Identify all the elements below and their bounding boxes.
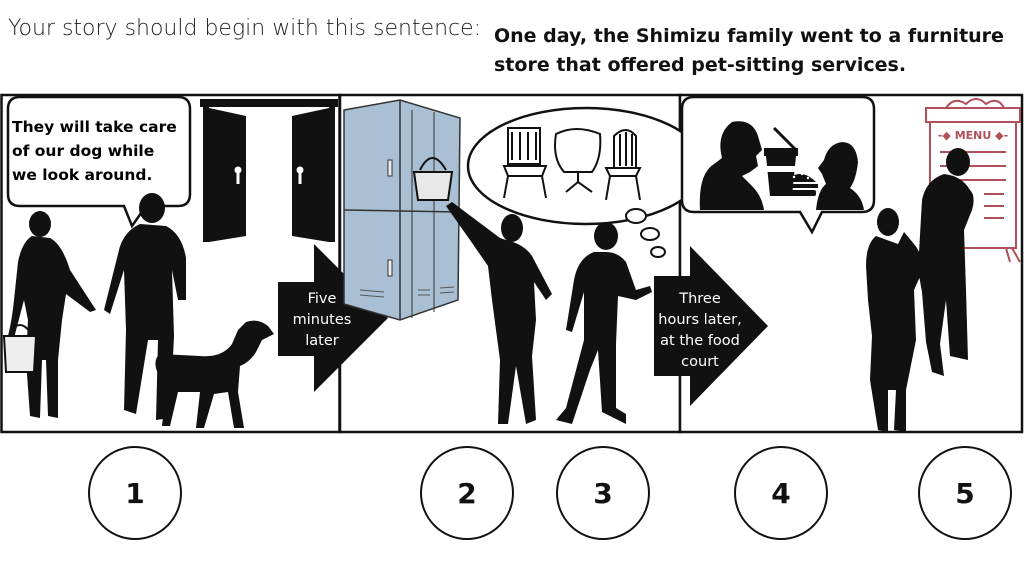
handbag-in-locker-icon: [412, 157, 454, 201]
woman-pondering-silhouette: [866, 208, 923, 432]
dog-silhouette: [155, 320, 274, 428]
armchair-icon: [554, 128, 602, 193]
speech-line-1: They will take care: [12, 118, 177, 136]
opening-sentence-line1: One day, the Shimizu family went to a fu…: [494, 25, 1004, 47]
opening-sentence: One day, the Shimizu family went to a fu…: [494, 22, 1014, 80]
opening-sentence-line2: store that offered pet-sitting services.: [494, 54, 907, 76]
lockers-illustration: [343, 99, 461, 321]
woman-reaching-silhouette: [446, 202, 552, 424]
marker-5: 5: [918, 446, 1012, 540]
man-pondering-silhouette: [918, 148, 974, 376]
transition-2-line2: hours later,: [658, 312, 741, 328]
transition-1-line2: minutes: [293, 312, 352, 328]
transition-2-line3: at the food: [660, 333, 740, 349]
transition-2-line4: court: [681, 354, 719, 370]
transition-arrow-1: Five minutes later: [278, 244, 388, 392]
burger-icon: [782, 172, 818, 196]
man-thinking-silhouette: [556, 222, 652, 424]
marker-3: 3: [556, 446, 650, 540]
transition-1-line1: Five: [308, 291, 337, 307]
woman-profile-silhouette: [816, 142, 864, 210]
open-doors-icon: [200, 99, 338, 242]
handbag-icon: [2, 324, 38, 373]
speech-bubble: They will take care of our dog while we …: [6, 95, 192, 229]
marker-1: 1: [88, 446, 182, 540]
transition-2-line1: Three: [678, 291, 721, 307]
side-chair-icon: [604, 129, 642, 201]
menu-sign: -◆ MENU ◆-: [938, 129, 1008, 142]
transition-arrow-2: Three hours later, at the food court: [654, 246, 768, 406]
wooden-chair-icon: [502, 127, 548, 199]
marker-4: 4: [734, 446, 828, 540]
transition-1-line3: later: [305, 333, 339, 349]
speech-line-2: of our dog while: [12, 142, 154, 160]
story-prompt: Your story should begin with this senten…: [8, 16, 482, 41]
speech-line-3: we look around.: [12, 166, 152, 184]
marker-2: 2: [420, 446, 514, 540]
man-profile-silhouette: [699, 121, 764, 210]
